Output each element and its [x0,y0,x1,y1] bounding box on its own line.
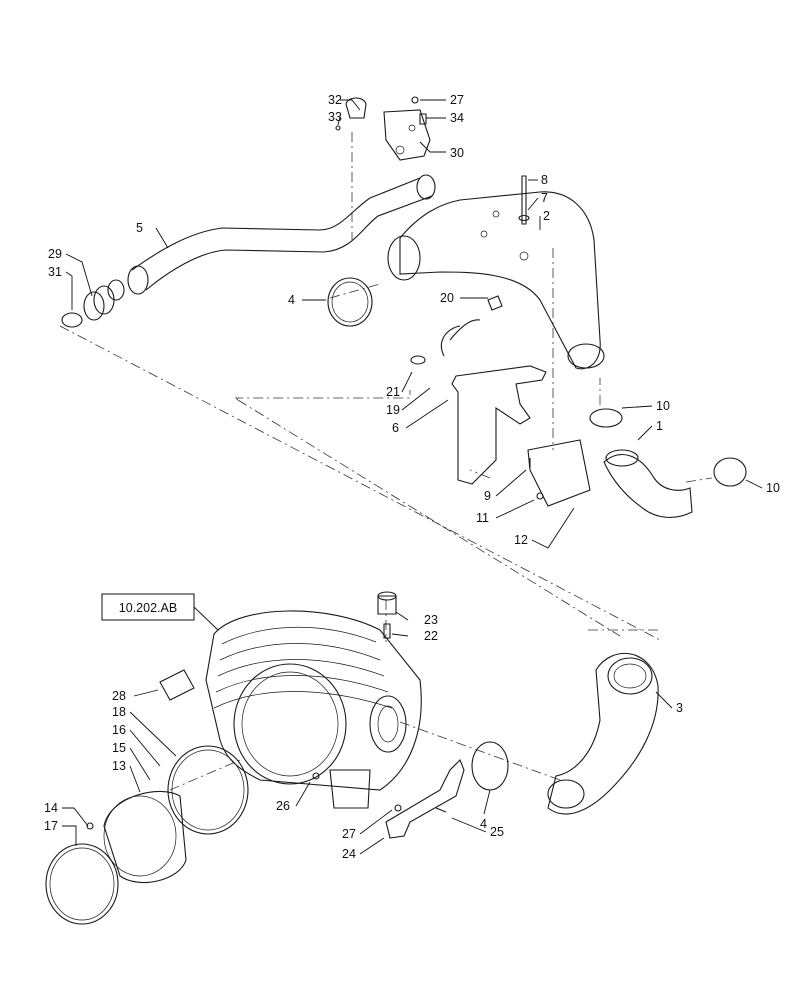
reference-lines [59,132,713,791]
callout-leaders [62,99,763,855]
part-31-clamp [61,312,83,328]
part-26-screw [312,772,320,780]
callout-c23: 23 [424,613,438,627]
callout-c7: 7 [541,191,548,205]
reference-box-label: 10.202.AB [119,601,177,615]
part-21-clamp [410,355,426,365]
part-18-seal [167,745,249,835]
callout-c17: 17 [44,819,58,833]
callout-c14: 14 [44,801,58,815]
callout-c24: 24 [342,847,356,861]
callout-c13: 13 [112,759,126,773]
part-8-bolt [521,175,527,225]
callout-c18: 18 [112,705,126,719]
callout-c2: 2 [543,209,550,223]
callout-c19: 19 [386,403,400,417]
part-1-elbow [603,449,693,518]
part-22-fitting [383,623,391,639]
part-20-fitting [487,295,503,311]
part-27-screw-lower [394,804,402,812]
callout-c8: 8 [541,173,548,187]
callout-c25: 25 [490,825,504,839]
callout-c28: 28 [112,689,126,703]
part-2-manifold [387,191,605,370]
part-10-clamp-right [713,457,747,487]
reference-box[interactable]: 10.202.AB [101,593,219,631]
part-34-screw [419,113,427,125]
callout-c32: 32 [328,93,342,107]
part-32-clamp [345,97,367,119]
callout-c15: 15 [112,741,126,755]
part-5-tube [127,174,436,295]
callout-c16: 16 [112,723,126,737]
callout-c1: 1 [656,419,663,433]
callout-c4b: 4 [480,817,487,831]
callout-c30: 30 [450,146,464,160]
part-33-screw [335,125,341,131]
callout-c27a: 27 [450,93,464,107]
callout-c22: 22 [424,629,438,643]
callout-c9: 9 [484,489,491,503]
callout-c5: 5 [136,221,143,235]
part-28-label-plate [159,669,195,701]
part-4-clamp-upper [327,277,373,327]
callout-c31: 31 [48,265,62,279]
part-14-fastener [86,822,94,830]
part-7-washer [518,214,530,222]
hose [440,319,481,357]
callout-c26: 26 [276,799,290,813]
callout-c10a: 10 [656,399,670,413]
callout-c27b: 27 [342,827,356,841]
part-10-clamp-upper [589,408,623,428]
callout-c12: 12 [514,533,528,547]
callout-c10b: 10 [766,481,780,495]
callout-c4a: 4 [288,293,295,307]
part-4-clamp-lower [471,741,509,791]
callout-c33: 33 [328,110,342,124]
callout-c21: 21 [386,385,400,399]
part-11-nut [536,492,544,500]
callout-c34: 34 [450,111,464,125]
part-19-bracket [451,365,547,485]
part-29-fitting [83,279,125,321]
part-30-bracket [383,109,431,161]
callout-c3: 3 [676,701,683,715]
part-17-ring [45,843,119,925]
part-24-bracket [385,759,465,839]
part-23-indicator [377,591,397,615]
callout-c11: 11 [476,511,489,525]
callout-c29: 29 [48,247,62,261]
air-cleaner-inner-cap [233,663,347,785]
part-27-screw-upper [411,96,419,104]
part-25-screw [435,807,447,813]
part-13-cover [103,790,187,884]
part-3-hose [547,652,659,815]
callout-c20: 20 [440,291,454,305]
callout-c6: 6 [392,421,399,435]
